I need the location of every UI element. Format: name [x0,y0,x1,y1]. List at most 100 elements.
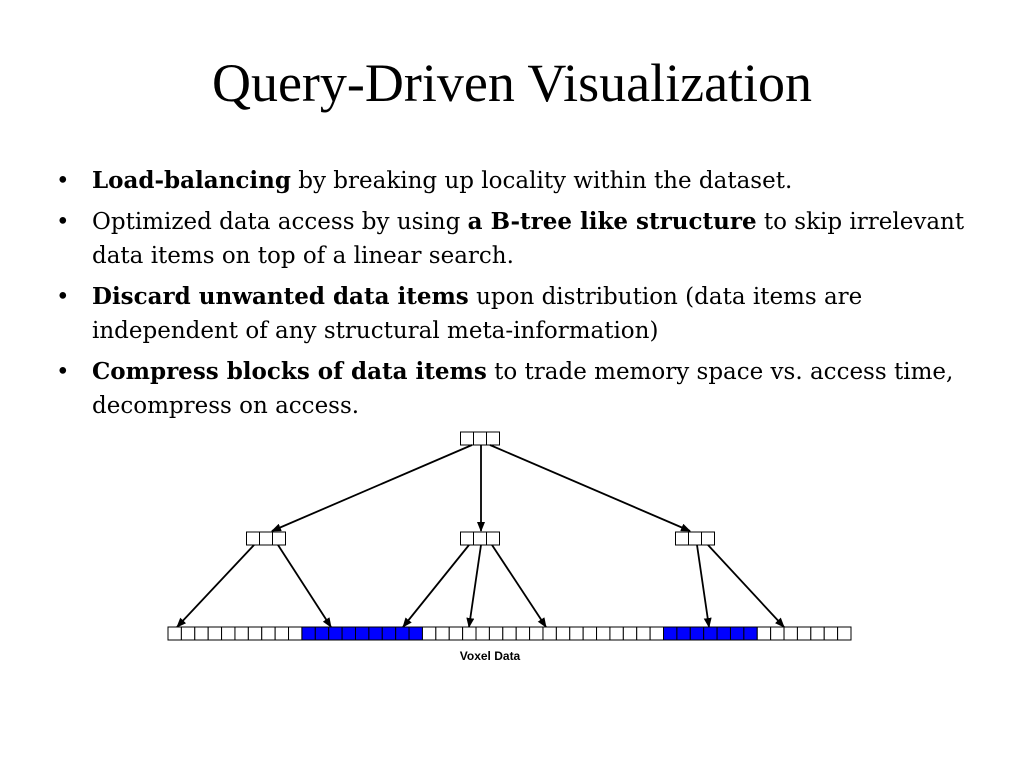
voxel-cell [729,626,745,641]
voxel-cell [770,626,785,641]
tree-node-slot [701,531,715,546]
bullet-text: by breaking up locality within the datas… [290,168,793,194]
bullet-bold: Compress blocks of data items [92,358,487,385]
tree-edge-arrow [271,444,473,532]
voxel-cell [368,626,383,641]
tree-edge-arrow [277,544,332,628]
bullet-bold: Discard unwanted data items [92,283,469,310]
tree-edges [176,444,785,628]
voxel-cell [676,626,691,641]
voxel-cell [596,626,611,641]
voxel-cell [622,626,638,641]
bullet-bold: Load-balancing [92,167,291,194]
voxel-cell [689,626,705,641]
voxel-cell [475,626,490,641]
bullet-item: • Load-balancing by breaking up locality … [56,164,976,198]
voxel-cell [649,626,665,641]
voxel-cell [837,626,852,641]
voxel-cell [529,626,544,641]
voxel-cell [314,626,330,641]
voxel-cell [609,626,624,641]
tree-node [460,431,500,446]
slide-title: Query-Driven Visualization [211,53,813,113]
tree-node [246,531,286,546]
voxel-cell [341,626,356,641]
voxel-cell [221,626,236,641]
tree-node-slot [675,531,689,546]
bullet-item: • Compress blocks of data items to trade … [56,355,976,423]
bullet-dot: • [56,359,70,385]
bullet-item: • Optimized data access by using a B-tree… [56,205,976,273]
tree-edge-arrow [491,544,547,628]
tree-node [460,531,500,546]
voxel-data-caption: Voxel Data [460,649,521,663]
voxel-cell [462,626,477,641]
tree-node-slot [259,531,273,546]
voxel-cell [582,626,598,641]
voxel-cell [488,626,504,641]
voxel-cell [743,626,758,641]
tree-node-slot [460,431,474,446]
tree-node [675,531,715,546]
voxel-cell [395,626,410,641]
bullet-dot: • [56,168,70,194]
voxel-cell [261,626,276,641]
voxel-cell [408,626,423,641]
voxel-cell [301,626,316,641]
voxel-cell [663,626,678,641]
voxel-cell [810,626,825,641]
tree-edge-arrow [696,544,712,628]
tree-edge-arrow [489,444,691,532]
tree-node-slot [272,531,286,546]
bullet-text: upon distribution (data items are indepe… [92,284,863,344]
voxel-cell [502,626,517,641]
bullet-bold: a B-tree like structure [467,208,757,235]
bullet-text: to trade memory space vs. access time, d… [92,359,954,419]
bullet-text: to skip irrelevant data items on top of … [92,209,965,269]
bullet-dot: • [56,284,70,310]
voxel-cell [636,626,651,641]
voxel-cell [421,626,437,641]
tree-edge-arrow [707,544,785,628]
tree-edge-arrow [466,544,482,628]
bullet-dot: • [56,209,70,235]
tree-node-slot [246,531,260,546]
voxel-cell [247,626,263,641]
voxel-cell [435,626,450,641]
voxel-cell [823,626,839,641]
tree-node-slot [688,531,702,546]
bullet-item: • Discard unwanted data items upon distri… [56,280,976,348]
tree-node-slot [486,531,500,546]
bullet-text-pre: Optimized data access by using [92,209,468,235]
voxel-cell [167,626,182,641]
voxel-cell [555,626,571,641]
tree-edge-arrow [402,544,470,628]
voxel-cell [207,626,223,641]
tree-nodes [246,431,715,546]
voxel-cell [542,626,557,641]
voxel-cell [703,626,718,641]
bullet-list: • Load-balancing by breaking up locality … [56,164,976,430]
tree-edge-arrow [176,544,255,628]
tree-node-slot [460,531,474,546]
voxel-data-row [167,626,852,641]
voxel-cell [381,626,397,641]
voxel-cell [716,626,731,641]
tree-node-slot [473,431,487,446]
voxel-cell [515,626,531,641]
tree-node-slot [486,431,500,446]
voxel-cell [783,626,798,641]
voxel-cell [569,626,584,641]
tree-node-slot [473,531,487,546]
voxel-cell [180,626,196,641]
voxel-cell [194,626,209,641]
voxel-cell [274,626,290,641]
voxel-cell [796,626,812,641]
voxel-cell [354,626,370,641]
voxel-cell [756,626,772,641]
voxel-cell [288,626,303,641]
voxel-cell [328,626,343,641]
voxel-cell [448,626,464,641]
voxel-cell [234,626,249,641]
